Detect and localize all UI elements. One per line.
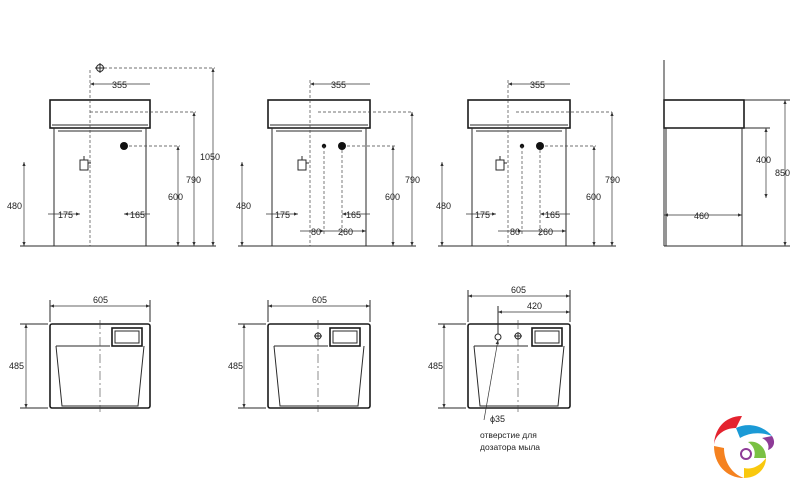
dim-420: 420	[527, 301, 542, 311]
basin-side	[663, 99, 745, 129]
note-line-2: дозатора мыла	[480, 442, 540, 452]
logo-segment	[714, 446, 744, 478]
logo-segment	[748, 441, 766, 458]
dim-80: 80	[510, 227, 520, 237]
dim-80: 80	[311, 227, 321, 237]
soap-tray	[329, 327, 361, 347]
side-view: 850 400 460	[663, 60, 790, 247]
logo-eye	[740, 448, 752, 460]
basin-body	[467, 99, 571, 129]
dim-175: 175	[275, 210, 290, 220]
basin-top	[267, 323, 371, 409]
dim-1050: 1050	[200, 152, 220, 162]
siphon-icon	[495, 156, 507, 171]
dim-phi35: ϕ35	[490, 414, 505, 424]
siphon-icon	[79, 156, 91, 171]
dim-165: 165	[545, 210, 560, 220]
logo-segment	[736, 425, 772, 438]
dim-850: 850	[775, 168, 790, 178]
bowl-outline	[273, 345, 365, 407]
dim-480: 480	[436, 201, 451, 211]
dispenser-hole-icon	[494, 333, 502, 341]
dim-600: 600	[385, 192, 400, 202]
dim-790: 790	[605, 175, 620, 185]
dim-400: 400	[756, 155, 771, 165]
dim-460: 460	[694, 211, 709, 221]
dim-165: 165	[130, 210, 145, 220]
basin-body	[267, 99, 371, 129]
dim-790: 790	[186, 175, 201, 185]
dim-480: 480	[7, 201, 22, 211]
logo-segment	[762, 436, 775, 450]
dim-480: 480	[236, 201, 251, 211]
brand-logo	[714, 416, 775, 478]
note-line-1: отверстие для	[480, 430, 537, 440]
logo-segment	[744, 458, 766, 478]
front-view-1: 355 480 600 790 1050 175 165	[7, 63, 220, 247]
dim-605: 605	[511, 285, 526, 295]
basin-top	[467, 323, 571, 409]
drain-hole-icon	[536, 142, 544, 150]
top-view-3: 605 420 485 ϕ35 отверстие для дозатора м…	[428, 285, 571, 452]
dim-165: 165	[346, 210, 361, 220]
dim-485: 485	[428, 361, 443, 371]
cabinet	[53, 127, 147, 247]
dim-605: 605	[93, 295, 108, 305]
bowl-outline	[473, 345, 565, 407]
dim-355: 355	[331, 80, 346, 90]
dim-790: 790	[405, 175, 420, 185]
basin-body	[49, 99, 151, 129]
drain-hole-icon	[120, 142, 128, 150]
top-view-2: 605 485	[228, 295, 371, 412]
dim-260: 260	[338, 227, 353, 237]
dim-485: 485	[228, 361, 243, 371]
soap-tray	[531, 327, 563, 347]
siphon-icon	[297, 156, 309, 171]
logo-segment	[714, 416, 742, 446]
front-view-2: 355 480 600 790 175 165 80 260	[236, 80, 420, 247]
dim-605: 605	[312, 295, 327, 305]
dim-600: 600	[168, 192, 183, 202]
drain-hole-icon	[338, 142, 346, 150]
dim-485: 485	[9, 361, 24, 371]
top-view-1: 605 485	[9, 295, 151, 412]
dim-175: 175	[475, 210, 490, 220]
cabinet-side	[665, 127, 743, 247]
dim-260: 260	[538, 227, 553, 237]
dim-175: 175	[58, 210, 73, 220]
dim-600: 600	[586, 192, 601, 202]
front-view-3: 355 480 600 790 175 165 80 260	[436, 80, 620, 247]
soap-tray	[111, 327, 143, 347]
dim-355: 355	[112, 80, 127, 90]
dim-355: 355	[530, 80, 545, 90]
